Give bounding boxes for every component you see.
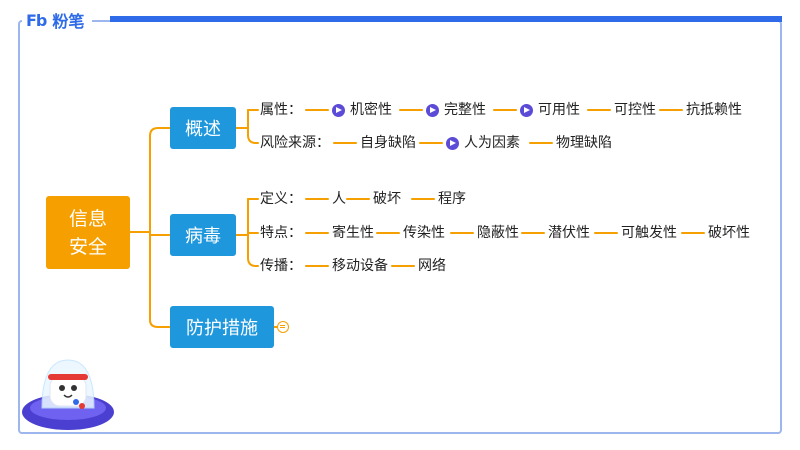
- brand-logo: Fb 粉笔: [22, 6, 93, 34]
- leaf-item: 人为因素: [446, 133, 520, 153]
- header-bar: [110, 16, 782, 22]
- leaf-item: 潜伏性: [548, 225, 590, 241]
- leaf-item: 破坏性: [708, 225, 750, 241]
- leaf-item: 完整性: [426, 100, 486, 120]
- flag-icon: [520, 103, 533, 117]
- leaf-item: 移动设备: [332, 258, 388, 274]
- leaf-item: 隐蔽性: [477, 225, 519, 241]
- leaf-item: 可触发性: [621, 225, 677, 241]
- node-virus: 病毒: [170, 214, 236, 256]
- leaf-item: 网络: [418, 258, 446, 274]
- leaf-item: 人: [332, 191, 346, 207]
- row-label-spread: 传播：: [260, 258, 302, 274]
- flag-icon: [446, 136, 459, 150]
- leaf-item: 寄生性: [332, 225, 374, 241]
- flag-icon: [426, 103, 439, 117]
- leaf-item: 可控性: [614, 102, 656, 118]
- leaf-item: 自身缺陷: [360, 135, 416, 151]
- node-protection: 防护措施: [170, 306, 274, 348]
- node-overview: 概述: [170, 107, 236, 149]
- leaf-item: 物理缺陷: [556, 135, 612, 151]
- row-label-features: 特点：: [260, 225, 302, 241]
- root-label-line2: 安全: [68, 235, 107, 258]
- root-node: 信息 安全: [46, 196, 130, 269]
- mascot-illustration: [22, 359, 114, 430]
- flag-icon: [332, 103, 345, 117]
- note-icon: [277, 321, 289, 333]
- leaf-item: 传染性: [403, 225, 445, 241]
- root-label-line1: 信息: [68, 207, 107, 230]
- leaf-item: 破坏: [373, 191, 401, 207]
- row-label-risk-sources: 风险来源：: [260, 135, 330, 151]
- brand-mark: Fb: [26, 10, 47, 30]
- leaf-item: 机密性: [332, 100, 392, 120]
- leaf-item: 程序: [438, 191, 466, 207]
- brand-name: 粉笔: [52, 12, 85, 31]
- leaf-item: 可用性: [520, 100, 580, 120]
- row-label-definition: 定义：: [260, 191, 302, 207]
- leaf-item: 抗抵赖性: [686, 102, 742, 118]
- row-label-attributes: 属性：: [260, 102, 302, 118]
